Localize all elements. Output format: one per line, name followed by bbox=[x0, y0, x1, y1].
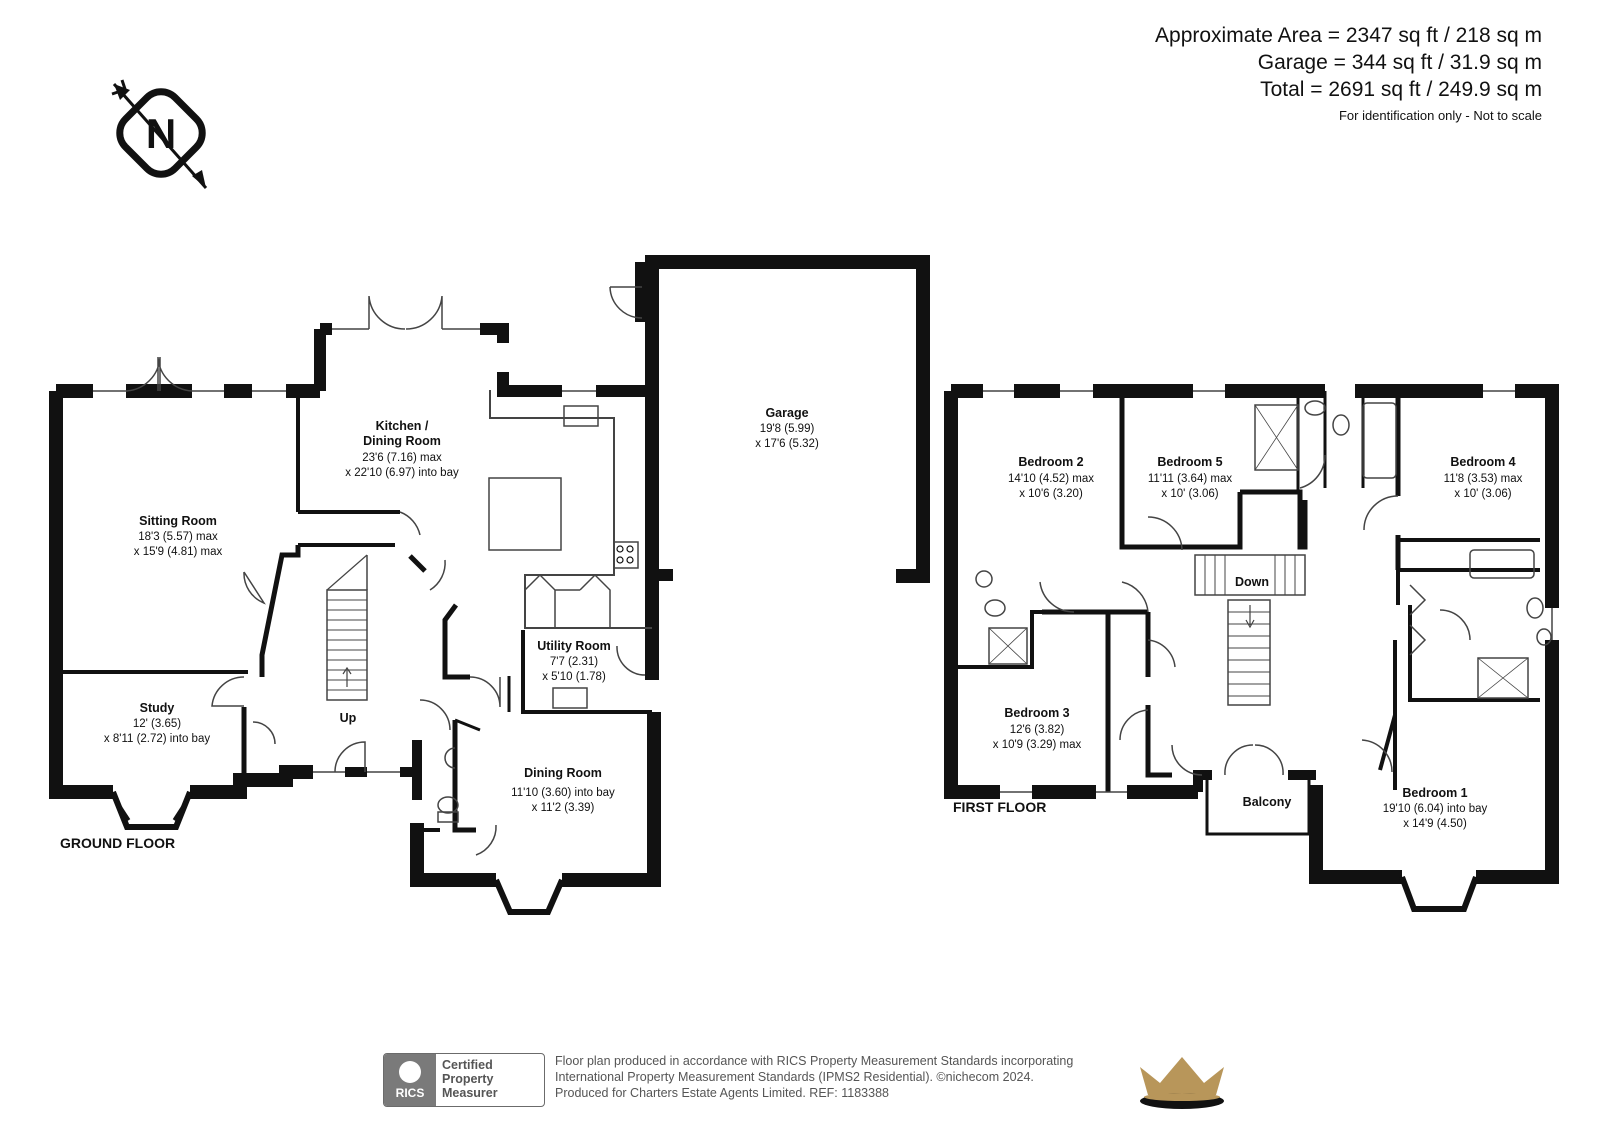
svg-text:Sitting Room: Sitting Room bbox=[139, 514, 217, 528]
room-label-garage: Garage 19'8 (5.99) x 17'6 (5.32) bbox=[755, 406, 819, 450]
first-floor-label: FIRST FLOOR bbox=[953, 799, 1046, 815]
svg-text:x 17'6 (5.32): x 17'6 (5.32) bbox=[755, 438, 819, 450]
svg-text:Bedroom 3: Bedroom 3 bbox=[1004, 706, 1069, 720]
room-label-bedroom-5: Bedroom 5 11'11 (3.64) max x 10' (3.06) bbox=[1148, 455, 1232, 500]
svg-text:x 15'9 (4.81) max: x 15'9 (4.81) max bbox=[134, 546, 223, 558]
svg-text:11'8 (3.53) max: 11'8 (3.53) max bbox=[1444, 473, 1523, 485]
svg-text:x 10' (3.06): x 10' (3.06) bbox=[1454, 488, 1511, 500]
room-label-bedroom-3: Bedroom 3 12'6 (3.82) x 10'9 (3.29) max bbox=[993, 706, 1082, 751]
svg-text:14'10 (4.52) max: 14'10 (4.52) max bbox=[1008, 473, 1094, 485]
room-label-balcony: Balcony bbox=[1243, 795, 1292, 809]
room-label-sitting: Sitting Room 18'3 (5.57) max x 15'9 (4.8… bbox=[134, 514, 223, 558]
room-label-study: Study 12' (3.65) x 8'11 (2.72) into bay bbox=[104, 701, 210, 745]
svg-text:x 10'6 (3.20): x 10'6 (3.20) bbox=[1019, 488, 1083, 500]
svg-text:x 22'10 (6.97) into bay: x 22'10 (6.97) into bay bbox=[345, 467, 459, 479]
room-label-utility: Utility Room 7'7 (2.31) x 5'10 (1.78) bbox=[537, 639, 611, 683]
svg-text:x 10'9 (3.29) max: x 10'9 (3.29) max bbox=[993, 739, 1082, 751]
crown-logo-icon bbox=[1140, 1057, 1224, 1109]
svg-text:12' (3.65): 12' (3.65) bbox=[133, 718, 181, 730]
first-floor-plan bbox=[944, 384, 1559, 912]
rics-badge: RICS Certified Property Measurer bbox=[383, 1053, 545, 1107]
certified-measurer-text: Certified Property Measurer bbox=[442, 1058, 498, 1100]
compass-letter: N bbox=[146, 110, 176, 157]
svg-text:Bedroom 4: Bedroom 4 bbox=[1450, 455, 1515, 469]
approximate-area: Approximate Area = 2347 sq ft / 218 sq m bbox=[1155, 24, 1542, 47]
svg-text:x 14'9 (4.50): x 14'9 (4.50) bbox=[1403, 818, 1467, 830]
room-label-bedroom-2: Bedroom 2 14'10 (4.52) max x 10'6 (3.20) bbox=[1008, 455, 1094, 500]
svg-text:23'6 (7.16) max: 23'6 (7.16) max bbox=[362, 452, 442, 464]
ground-floor-plan bbox=[49, 255, 930, 915]
svg-text:Kitchen /: Kitchen / bbox=[376, 419, 429, 433]
svg-text:19'8 (5.99): 19'8 (5.99) bbox=[760, 423, 815, 435]
compass-icon: N bbox=[111, 79, 208, 189]
svg-text:Dining Room: Dining Room bbox=[363, 434, 441, 448]
svg-text:19'10 (6.04) into bay: 19'10 (6.04) into bay bbox=[1383, 803, 1488, 815]
svg-text:x 11'2 (3.39): x 11'2 (3.39) bbox=[532, 802, 595, 814]
area-summary: Approximate Area = 2347 sq ft / 218 sq m… bbox=[1155, 22, 1542, 125]
rics-logo: RICS bbox=[384, 1054, 436, 1106]
svg-text:Utility Room: Utility Room bbox=[537, 639, 611, 653]
svg-text:Bedroom 1: Bedroom 1 bbox=[1402, 786, 1467, 800]
scale-note: For identification only - Not to scale bbox=[1338, 108, 1542, 123]
svg-text:Study: Study bbox=[140, 701, 175, 715]
svg-text:11'11 (3.64) max: 11'11 (3.64) max bbox=[1148, 473, 1232, 485]
svg-text:12'6 (3.82): 12'6 (3.82) bbox=[1010, 724, 1065, 736]
svg-text:x 8'11 (2.72) into bay: x 8'11 (2.72) into bay bbox=[104, 733, 210, 745]
room-label-bedroom-1: Bedroom 1 19'10 (6.04) into bay x 14'9 (… bbox=[1383, 786, 1488, 830]
svg-text:x 10' (3.06): x 10' (3.06) bbox=[1161, 488, 1218, 500]
room-label-dining: Dining Room 11'10 (3.60) into bay x 11'2… bbox=[511, 766, 615, 814]
svg-text:x 5'10 (1.78): x 5'10 (1.78) bbox=[542, 671, 606, 683]
svg-text:7'7 (2.31): 7'7 (2.31) bbox=[550, 656, 598, 668]
stairs-up-label: Up bbox=[340, 711, 357, 725]
ground-floor-label: GROUND FLOOR bbox=[60, 835, 175, 851]
room-label-bedroom-4: Bedroom 4 11'8 (3.53) max x 10' (3.06) bbox=[1444, 455, 1523, 500]
svg-text:11'10 (3.60) into bay: 11'10 (3.60) into bay bbox=[511, 787, 615, 799]
room-label-kitchen: Kitchen / Dining Room 23'6 (7.16) max x … bbox=[345, 419, 459, 479]
svg-text:Dining Room: Dining Room bbox=[524, 766, 602, 780]
svg-text:Garage: Garage bbox=[765, 406, 808, 420]
svg-text:Bedroom 2: Bedroom 2 bbox=[1018, 455, 1083, 469]
lion-icon bbox=[399, 1060, 421, 1083]
svg-text:18'3 (5.57) max: 18'3 (5.57) max bbox=[138, 531, 218, 543]
garage-area: Garage = 344 sq ft / 31.9 sq m bbox=[1257, 51, 1542, 74]
total-area: Total = 2691 sq ft / 249.9 sq m bbox=[1260, 78, 1542, 101]
stairs-down-label: Down bbox=[1235, 575, 1269, 589]
footer-text: Floor plan produced in accordance with R… bbox=[555, 1054, 1074, 1100]
svg-text:Bedroom 5: Bedroom 5 bbox=[1157, 455, 1222, 469]
footer: RICS Certified Property Measurer Floor p… bbox=[383, 1053, 1263, 1111]
